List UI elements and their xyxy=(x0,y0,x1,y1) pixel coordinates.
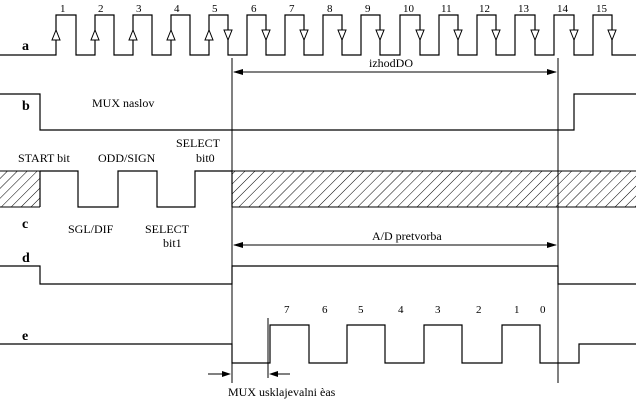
pulse-number: 4 xyxy=(174,3,180,15)
pulse-number: 7 xyxy=(289,3,295,15)
pulse-number: 13 xyxy=(518,3,530,15)
down-arrow-icon xyxy=(261,29,271,42)
pulse-number: 14 xyxy=(557,3,569,15)
pulse-number: 5 xyxy=(212,3,218,15)
signal-label-e: e xyxy=(22,329,28,344)
down-arrow-icon xyxy=(569,29,579,42)
data-bit-label: 4 xyxy=(398,304,404,316)
signal-label-c: c xyxy=(22,217,28,232)
pulse-number: 11 xyxy=(441,3,452,15)
dont-care-hatch-left xyxy=(0,171,40,207)
pulse-number: 10 xyxy=(403,3,415,15)
right-arrowhead-icon xyxy=(547,242,557,248)
pulse-number: 15 xyxy=(596,3,608,15)
down-arrow-icon xyxy=(530,29,540,42)
output-interval-marker: izhodDO xyxy=(233,56,557,75)
signal-label-b: b xyxy=(22,99,30,114)
data-output-waveform xyxy=(0,324,636,364)
select-bit0-label: SELECT xyxy=(176,136,221,150)
dont-care-hatch-right xyxy=(232,171,636,207)
signal-label-a: a xyxy=(22,39,29,54)
up-arrow-icon xyxy=(51,28,61,41)
up-arrow-icon xyxy=(166,28,176,41)
right-arrowhead-icon xyxy=(222,371,231,377)
data-bit-label: 3 xyxy=(435,304,441,316)
down-arrow-icon xyxy=(607,29,617,42)
rising-edge-arrows xyxy=(51,28,214,41)
down-arrow-icon xyxy=(337,29,347,42)
mux-address-label: MUX naslov xyxy=(92,96,154,110)
serial-input-waveform xyxy=(39,170,233,208)
down-arrow-icon xyxy=(299,29,309,42)
pulse-number: 6 xyxy=(251,3,257,15)
data-bit-label: 0 xyxy=(540,304,546,316)
left-arrowhead-icon xyxy=(233,242,243,248)
up-arrow-icon xyxy=(90,28,100,41)
select-bit1-label-line2: bit1 xyxy=(163,236,182,250)
data-bit-label: 5 xyxy=(358,304,364,316)
signal-label-d: d xyxy=(22,251,30,266)
right-arrowhead-icon xyxy=(547,69,557,75)
pulse-number: 9 xyxy=(365,3,371,15)
sgl-dif-label: SGL/DIF xyxy=(68,222,114,236)
pulse-number: 3 xyxy=(136,3,142,15)
up-arrow-icon xyxy=(128,28,138,41)
start-bit-label: START bit xyxy=(18,151,70,165)
ad-conversion-label: A/D pretvorba xyxy=(372,229,442,243)
left-arrowhead-icon xyxy=(233,69,243,75)
up-arrow-icon xyxy=(204,28,214,41)
output-interval-label: izhodDO xyxy=(369,56,413,70)
pulse-number: 8 xyxy=(327,3,333,15)
mux-address-waveform xyxy=(0,93,636,131)
signal-b-mux-address: MUX naslov xyxy=(0,93,636,131)
mux-settling-label: MUX usklajevalni èas xyxy=(228,385,336,399)
select-bit1-label: SELECT xyxy=(145,222,190,236)
data-bit-label: 7 xyxy=(284,304,290,316)
data-bit-label: 6 xyxy=(322,304,328,316)
down-arrow-icon xyxy=(223,29,233,42)
clock-waveform xyxy=(0,14,636,56)
falling-edge-arrows xyxy=(223,29,617,42)
signal-d-waveform xyxy=(0,265,636,285)
odd-sign-label: ODD/SIGN xyxy=(98,151,156,165)
select-bit0-label-line2: bit0 xyxy=(196,151,215,165)
down-arrow-icon xyxy=(453,29,463,42)
pulse-number: 1 xyxy=(60,3,66,15)
pulse-number: 12 xyxy=(479,3,490,15)
mux-settling-marker: MUX usklajevalni èas xyxy=(208,371,336,399)
data-bit-label: 1 xyxy=(514,304,520,316)
signal-c-serial-input: START bit ODD/SIGN SELECT bit0 SGL/DIF S… xyxy=(0,136,636,250)
down-arrow-icon xyxy=(491,29,501,42)
signal-e-data-output: 7 6 5 4 3 2 1 0 xyxy=(0,304,636,378)
data-bit-label: 2 xyxy=(476,304,482,316)
pulse-numbers: 1 2 3 4 5 6 7 8 9 10 11 12 13 14 15 xyxy=(60,3,608,15)
down-arrow-icon xyxy=(375,29,385,42)
pulse-number: 2 xyxy=(98,3,104,15)
clock-signal-a: 1 2 3 4 5 6 7 8 9 10 11 12 13 14 15 xyxy=(0,3,636,56)
ad-conversion-marker: A/D pretvorba xyxy=(233,229,557,248)
down-arrow-icon xyxy=(415,29,425,42)
left-arrowhead-icon xyxy=(269,371,278,377)
